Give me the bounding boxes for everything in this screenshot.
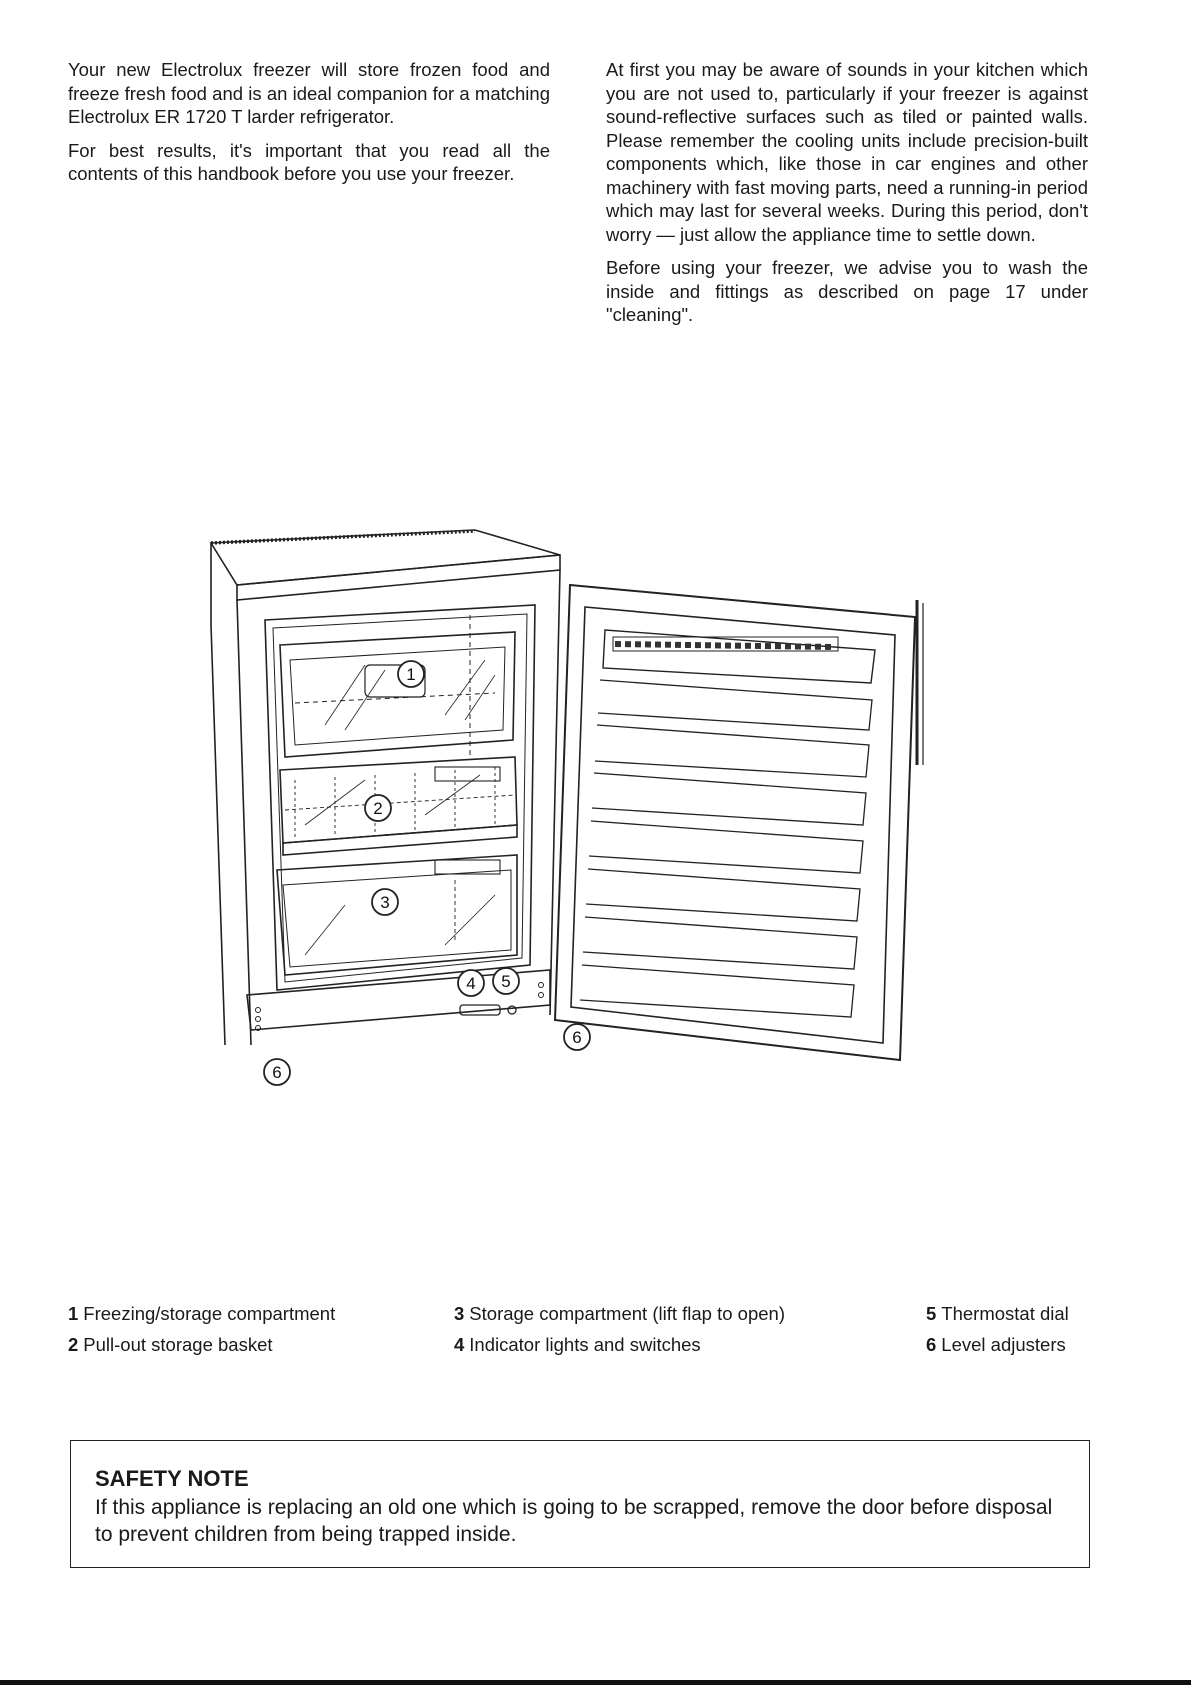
freezer-illustration: 1 2 3 4 5 6 6	[209, 529, 924, 1086]
legend-text: Thermostat dial	[941, 1303, 1069, 1324]
freezer-cabinet	[210, 543, 561, 1046]
legend-number: 4	[454, 1334, 465, 1355]
safety-note-text: If this appliance is replacing an old on…	[95, 1496, 1053, 1546]
freezer-top	[209, 529, 561, 601]
callout-3: 3	[371, 888, 399, 916]
svg-text:3: 3	[380, 893, 389, 912]
freezer-door	[553, 583, 924, 1062]
svg-text:5: 5	[501, 972, 510, 991]
legend-text: Storage compartment (lift flap to open)	[469, 1303, 785, 1324]
freezing-storage-compartment	[279, 615, 516, 758]
safety-note-title: SAFETY NOTE	[95, 1466, 249, 1491]
legend-number: 2	[68, 1334, 79, 1355]
legend-number: 1	[68, 1303, 79, 1324]
intro-left-column: Your new Electrolux freezer will store f…	[68, 58, 550, 196]
safety-note-box: SAFETY NOTE If this appliance is replaci…	[70, 1440, 1090, 1568]
intro-paragraph: For best results, it's important that yo…	[68, 139, 550, 185]
callout-6-right: 6	[563, 1023, 591, 1051]
control-panel	[246, 969, 551, 1031]
callout-1: 1	[397, 660, 425, 688]
svg-text:2: 2	[373, 799, 382, 818]
legend-text: Pull-out storage basket	[83, 1334, 273, 1355]
page-bottom-edge	[0, 1680, 1191, 1685]
callout-5: 5	[492, 967, 520, 995]
callout-6-left: 6	[263, 1058, 291, 1086]
intro-paragraph: Before using your freezer, we advise you…	[606, 257, 1088, 325]
legend-text: Level adjusters	[941, 1334, 1066, 1355]
pull-out-storage-basket	[279, 756, 518, 856]
svg-text:1: 1	[406, 665, 415, 684]
intro-right-column: At first you may be aware of sounds in y…	[606, 58, 1088, 337]
legend-number: 5	[926, 1303, 937, 1324]
svg-text:4: 4	[466, 974, 475, 993]
callout-2: 2	[364, 794, 392, 822]
svg-text:6: 6	[272, 1063, 281, 1082]
storage-compartment	[276, 854, 518, 976]
intro-paragraph: Your new Electrolux freezer will store f…	[68, 59, 550, 127]
callout-4: 4	[457, 969, 485, 997]
legend-text: Freezing/storage compartment	[83, 1303, 336, 1324]
svg-text:6: 6	[572, 1028, 581, 1047]
legend-text: Indicator lights and switches	[469, 1334, 701, 1355]
intro-paragraph: At first you may be aware of sounds in y…	[606, 59, 1088, 245]
legend-number: 3	[454, 1303, 465, 1324]
legend-number: 6	[926, 1334, 937, 1355]
